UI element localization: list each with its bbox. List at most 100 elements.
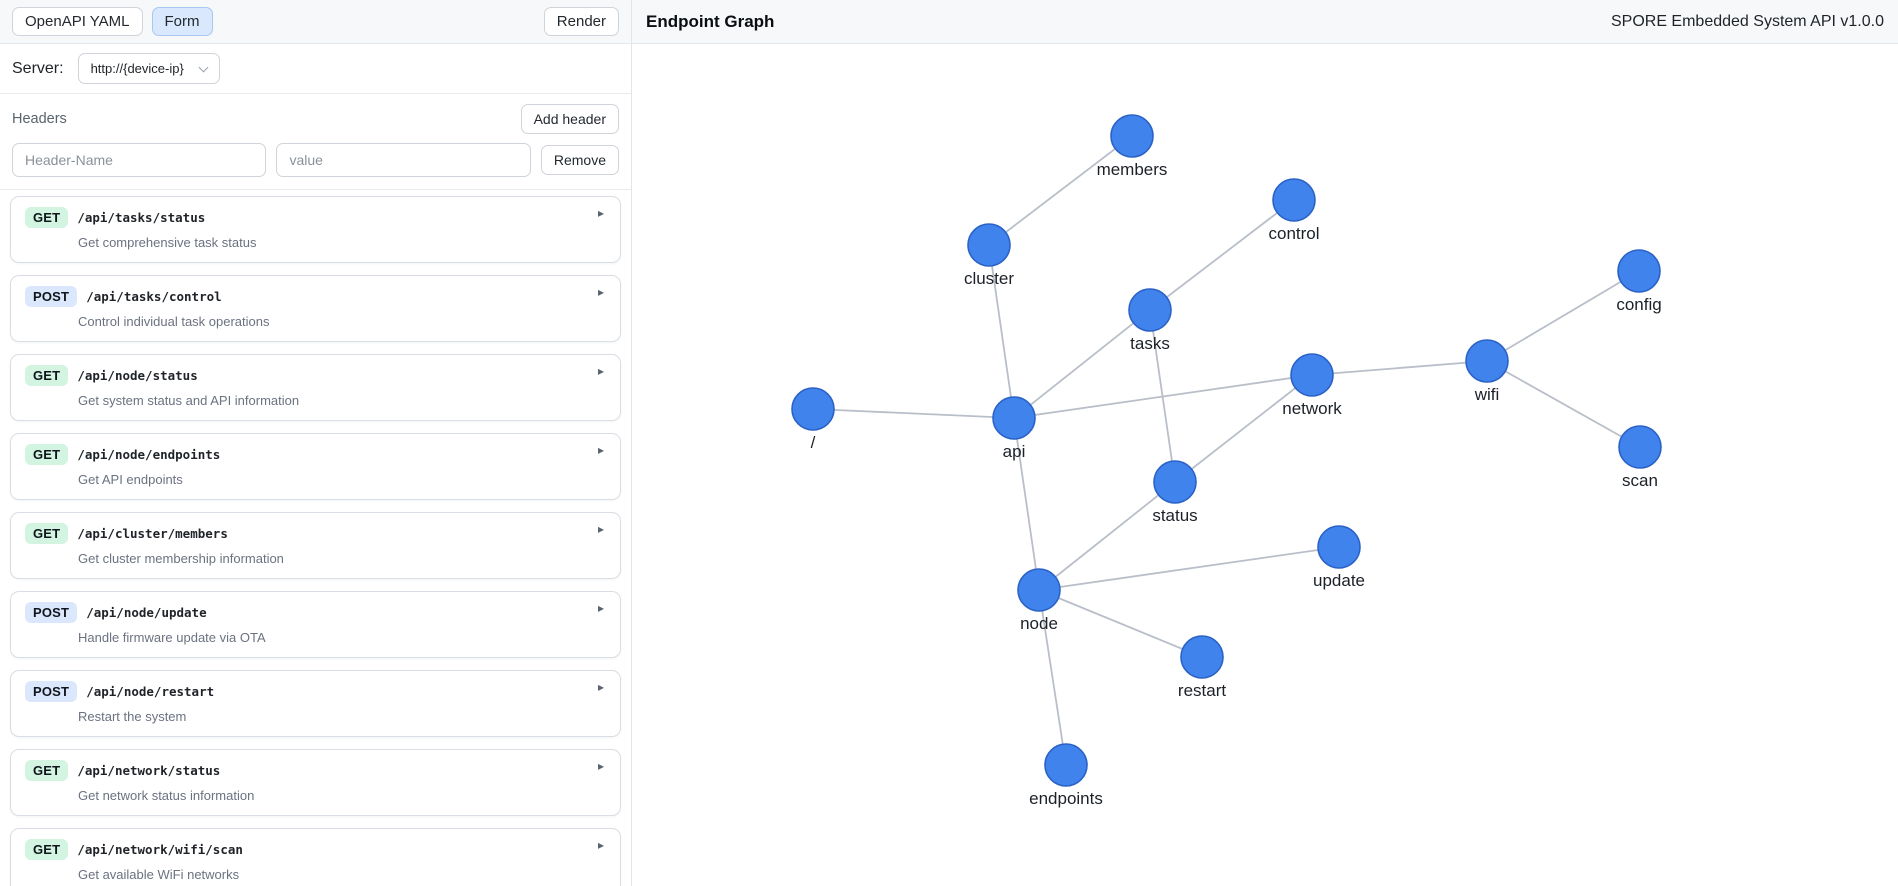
graph-node-api[interactable] [992, 396, 1036, 440]
endpoint-description: Get system status and API information [78, 393, 300, 408]
graph-edge [1038, 589, 1203, 658]
graph-node-control[interactable] [1272, 178, 1316, 222]
method-badge: GET [25, 207, 69, 228]
expand-caret-icon[interactable]: ▸ [597, 601, 604, 615]
graph-node-label: network [1282, 399, 1342, 418]
endpoint-card-row: GET/api/cluster/members [25, 523, 606, 544]
endpoint-path: /api/network/wifi/scan [77, 842, 243, 857]
endpoint-description: Get API endpoints [78, 472, 183, 487]
graph-node-label: / [811, 433, 816, 452]
render-button[interactable]: Render [543, 7, 619, 36]
endpoint-card[interactable]: GET/api/network/status▸ Get network statu… [10, 749, 621, 816]
endpoint-card[interactable]: GET/api/tasks/status▸Get comprehensive t… [10, 196, 621, 263]
graph-node-label: config [1616, 295, 1661, 314]
endpoint-description: Get available WiFi networks [78, 867, 240, 882]
graph-node-tasks[interactable] [1128, 288, 1172, 332]
server-label: Server: [12, 59, 64, 77]
endpoint-list: GET/api/tasks/status▸Get comprehensive t… [0, 190, 631, 886]
endpoint-graph-panel: Endpoint Graph SPORE Embedded System API… [632, 0, 1898, 886]
expand-caret-icon[interactable]: ▸ [597, 759, 604, 773]
graph-node-wifi[interactable] [1465, 339, 1509, 383]
graph-edge [1013, 374, 1313, 419]
server-row: Server: http://{device-ip} [0, 44, 631, 94]
endpoint-card-row: POST/api/node/restart [25, 681, 606, 702]
graph-node-update[interactable] [1317, 525, 1361, 569]
graph-node-label: endpoints [1029, 789, 1103, 808]
api-version-title: SPORE Embedded System API v1.0.0 [1610, 12, 1884, 30]
graph-node-label: scan [1622, 471, 1658, 490]
graph-node-scan[interactable] [1618, 425, 1662, 469]
graph-node-status[interactable] [1153, 460, 1197, 504]
endpoint-card[interactable]: POST/api/node/restart▸Restart the system [10, 670, 621, 737]
endpoint-graph-svg[interactable]: /apiclustermemberstaskscontrolstatusnetw… [632, 44, 1898, 886]
endpoint-card[interactable]: GET/api/node/endpoints▸ Get API endpoints [10, 433, 621, 500]
graph-edge [812, 408, 1015, 419]
method-badge: GET [25, 365, 69, 386]
graph-node-network[interactable] [1290, 353, 1334, 397]
graph-node-members[interactable] [1110, 114, 1154, 158]
endpoint-card-row: GET/api/tasks/status [25, 207, 606, 228]
endpoint-card[interactable]: GET/api/cluster/members▸Get cluster memb… [10, 512, 621, 579]
endpoint-card-row: POST/api/node/update [25, 602, 606, 623]
graph-node-label: update [1313, 571, 1365, 590]
graph-node-label: status [1152, 506, 1197, 525]
add-header-button[interactable]: Add header [520, 104, 619, 134]
graph-edge [1486, 360, 1641, 448]
graph-node-node[interactable] [1017, 568, 1061, 612]
expand-caret-icon[interactable]: ▸ [597, 443, 604, 457]
graph-edge [1486, 270, 1640, 362]
header-name-input[interactable] [12, 143, 267, 177]
graph-edge [1174, 374, 1313, 483]
endpoint-description: Get cluster membership information [78, 551, 284, 566]
left-toolbar: OpenAPI YAML Form Render [0, 0, 631, 44]
graph-node-endpoints[interactable] [1044, 743, 1088, 787]
remove-header-button[interactable]: Remove [540, 145, 620, 175]
graph-node-label: tasks [1130, 334, 1170, 353]
graph-edge [1038, 589, 1067, 766]
graph-edge [1149, 199, 1295, 311]
server-select-value: http://{device-ip} [90, 61, 184, 76]
endpoint-card-row: GET/api/node/endpoints [25, 444, 606, 465]
endpoint-card[interactable]: POST/api/node/update▸Handle firmware upd… [10, 591, 621, 658]
endpoint-card[interactable]: GET/api/node/status▸Get system status an… [10, 354, 621, 421]
graph-node-label: control [1268, 224, 1319, 243]
method-badge: POST [25, 681, 78, 702]
method-badge: POST [25, 286, 78, 307]
expand-caret-icon[interactable]: ▸ [597, 285, 604, 299]
expand-caret-icon[interactable]: ▸ [597, 680, 604, 694]
server-select[interactable]: http://{device-ip} [77, 53, 220, 84]
graph-node-cluster[interactable] [967, 223, 1011, 267]
endpoint-path: /api/cluster/members [77, 526, 228, 541]
form-tab-button[interactable]: Form [151, 7, 213, 36]
graph-node-restart[interactable] [1180, 635, 1224, 679]
header-value-input[interactable] [276, 143, 531, 177]
headers-section: Headers Add header Remove [0, 94, 631, 190]
chevron-down-icon [198, 62, 209, 72]
endpoint-card[interactable]: POST/api/tasks/control▸Control individua… [10, 275, 621, 342]
graph-node-label: restart [1178, 681, 1226, 700]
graph-edge [1311, 360, 1488, 376]
openapi-yaml-button[interactable]: OpenAPI YAML [12, 7, 143, 36]
expand-caret-icon[interactable]: ▸ [597, 206, 604, 220]
graph-edge [1013, 309, 1151, 419]
graph-node-config[interactable] [1617, 249, 1661, 293]
api-form-panel: OpenAPI YAML Form Render Server: http://… [0, 0, 632, 886]
expand-caret-icon[interactable]: ▸ [597, 364, 604, 378]
graph-node-label: wifi [1474, 385, 1500, 404]
endpoint-card-row: GET/api/network/status [25, 760, 606, 781]
graph-node-root[interactable] [791, 387, 835, 431]
expand-caret-icon[interactable]: ▸ [597, 522, 604, 536]
graph-title: Endpoint Graph [646, 11, 775, 31]
graph-edge [1013, 417, 1040, 591]
graph-edge [1038, 546, 1340, 591]
endpoint-description: Control individual task operations [78, 314, 270, 329]
endpoint-card[interactable]: GET/api/network/wifi/scan▸Get available … [10, 828, 621, 886]
endpoint-path: /api/tasks/status [77, 210, 206, 225]
endpoint-description: Restart the system [78, 709, 187, 724]
expand-caret-icon[interactable]: ▸ [597, 838, 604, 852]
endpoint-path: /api/node/update [86, 605, 207, 620]
graph-edge [988, 244, 1015, 419]
endpoint-description: Get network status information [78, 788, 255, 803]
method-badge: GET [25, 523, 69, 544]
endpoint-path: /api/node/restart [86, 684, 215, 699]
